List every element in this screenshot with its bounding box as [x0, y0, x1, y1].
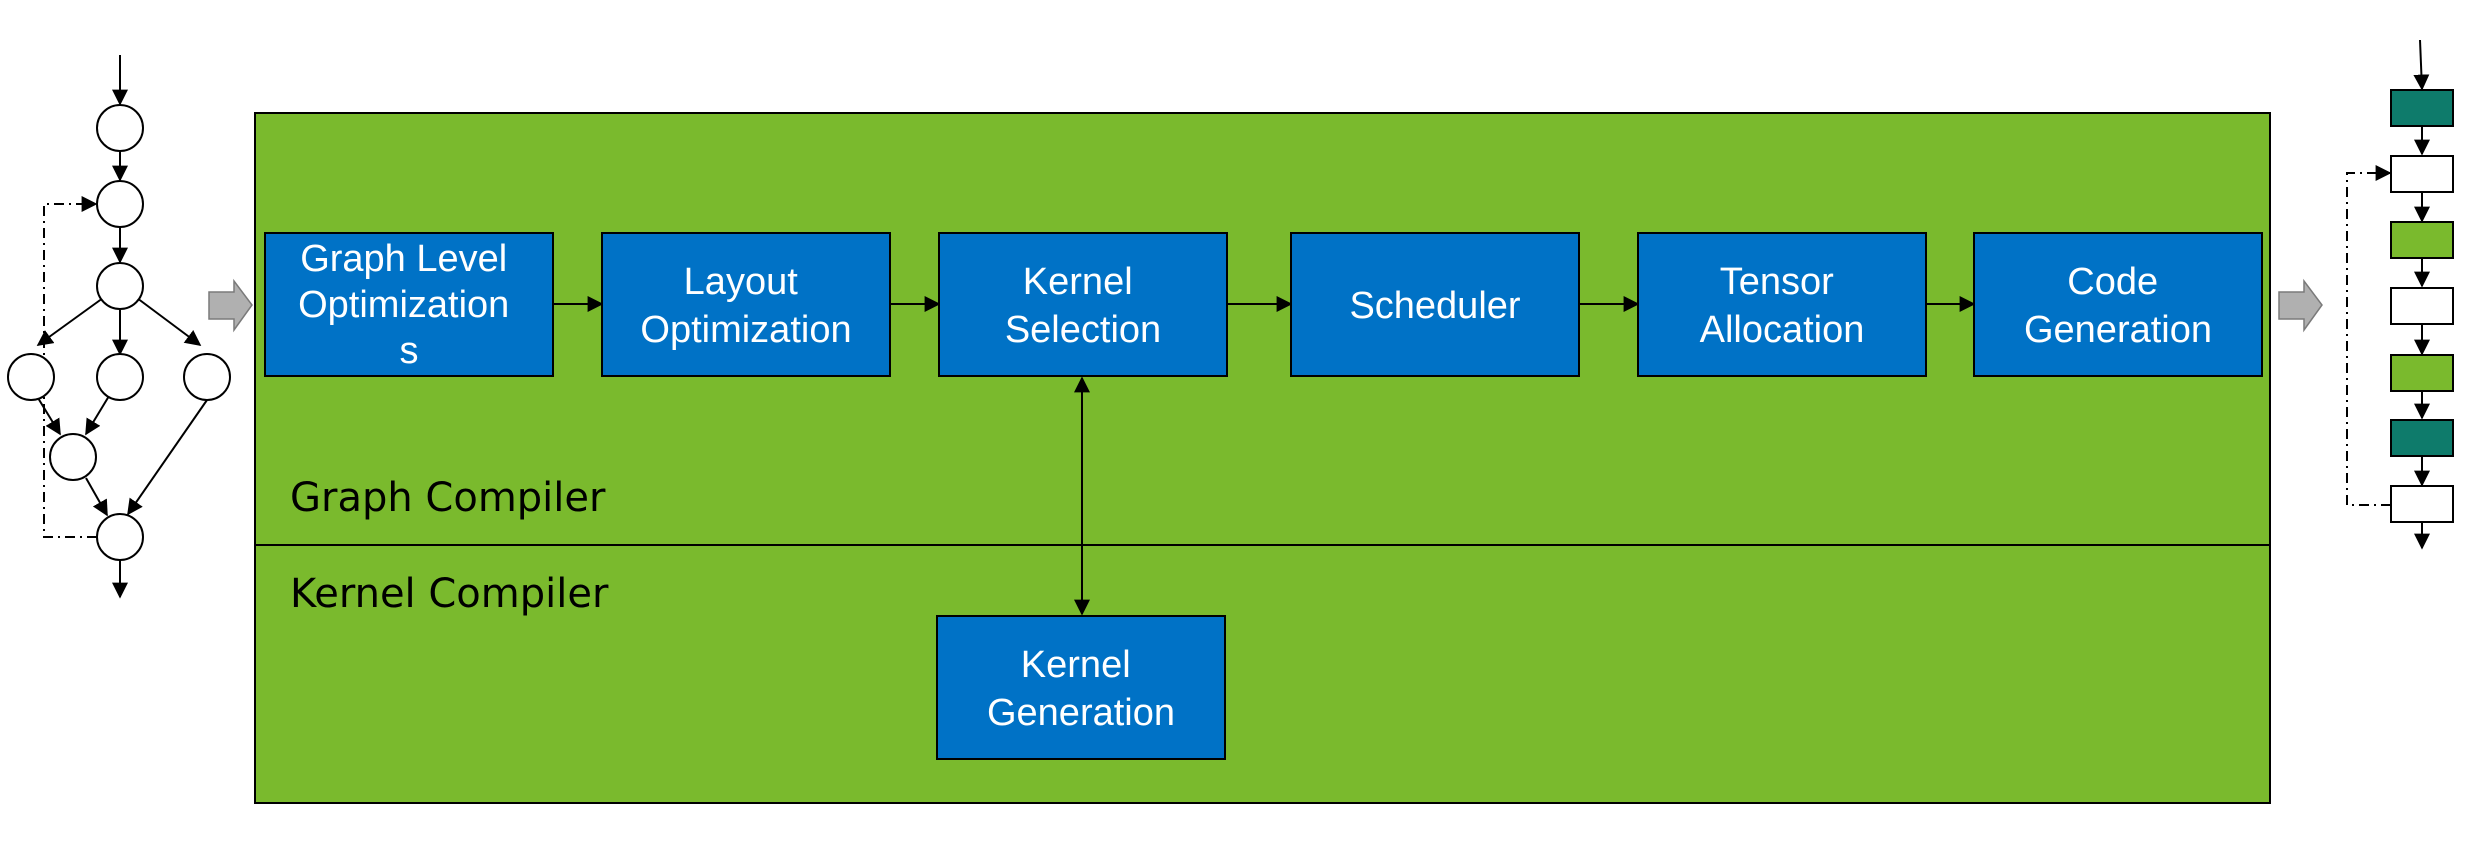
- graph-compiler-label: Graph Compiler: [290, 475, 606, 521]
- graph-node: [96, 513, 144, 561]
- svg-text:Kernel Selection: Kernel Selection: [1005, 261, 1161, 351]
- graph-node: [96, 104, 144, 152]
- stage-tensor-allocation: Tensor Allocation: [1637, 232, 1927, 377]
- graph-node: [96, 262, 144, 310]
- stage-label-line: Optimization: [298, 284, 509, 326]
- stage-layout-optimization: Layout Optimization: [601, 232, 891, 377]
- stage-kernel-selection: Kernel Selection: [938, 232, 1228, 377]
- svg-text:Tensor Allocation: Tensor Allocation: [1700, 261, 1865, 351]
- schedule-block-white: [2390, 485, 2454, 523]
- stage-box: [938, 232, 1228, 377]
- stage-box: [936, 615, 1226, 760]
- stage-label-line: Graph Level: [300, 238, 507, 280]
- graph-compiler-panel: [254, 112, 2271, 546]
- schedule-block-white: [2390, 287, 2454, 325]
- stage-label-line: Selection: [1005, 309, 1161, 351]
- schedule-block-dark: [2390, 419, 2454, 457]
- svg-text:Kernel Generation: Kernel Generation: [987, 644, 1175, 734]
- graph-node: [96, 180, 144, 228]
- graph-node: [49, 433, 97, 481]
- stage-kernel-generation: Kernel Generation: [936, 615, 1226, 760]
- stage-box: [1637, 232, 1927, 377]
- stage-label-line: Allocation: [1700, 309, 1865, 351]
- svg-text:Graph Level Optimizati: Graph Level Optimization s: [298, 238, 520, 372]
- kernel-compiler-panel: [254, 544, 2271, 804]
- stage-label-line: Layout: [684, 261, 799, 303]
- stage-label-line: s: [400, 330, 419, 372]
- stage-label-line: Generation: [987, 692, 1175, 734]
- schedule-block-dark: [2390, 89, 2454, 127]
- svg-text:Layout Optimization: Layout Optimization: [640, 261, 851, 351]
- schedule-block-light: [2390, 354, 2454, 392]
- stage-graph-level-optimization: Graph Level Optimization s: [264, 232, 554, 377]
- svg-text:Code Generation: Code Generation: [2024, 261, 2212, 351]
- stage-label-line: Generation: [2024, 309, 2212, 351]
- output-schedule-edges: [2346, 39, 2430, 550]
- input-graph: [7, 55, 231, 599]
- graph-node: [96, 353, 144, 401]
- stage-label-line: Kernel: [1023, 261, 1133, 303]
- input-graph-edges: [36, 55, 208, 599]
- stage-box: [1290, 232, 1580, 377]
- input-graph-nodes: [7, 104, 231, 561]
- kernel-compiler-label: Kernel Compiler: [290, 571, 609, 617]
- stage-box: [1973, 232, 2263, 377]
- output-schedule: [2346, 39, 2454, 550]
- graph-node: [7, 353, 55, 401]
- output-schedule-blocks: [2390, 89, 2454, 523]
- stage-box: [264, 232, 554, 377]
- stage-code-generation: Code Generation: [1973, 232, 2263, 377]
- stage-label-line: Scheduler: [1349, 285, 1520, 327]
- stage-box: [601, 232, 891, 377]
- pipeline-stages: Graph Level Optimization s Layout Optimi…: [264, 232, 2263, 760]
- stage-label-line: Tensor: [1720, 261, 1834, 303]
- stage-label-line: Optimization: [640, 309, 851, 351]
- svg-text:Scheduler: Scheduler: [1349, 285, 1520, 327]
- schedule-block-white: [2390, 155, 2454, 193]
- graph-node: [183, 353, 231, 401]
- output-flow-arrow: [2278, 278, 2323, 333]
- pipeline-arrows: [553, 296, 1976, 616]
- stage-label-line: Code: [2067, 261, 2158, 303]
- stage-label-line: Kernel: [1021, 644, 1131, 686]
- input-flow-arrow: [208, 278, 253, 333]
- stage-scheduler: Scheduler: [1290, 232, 1580, 377]
- schedule-block-light: [2390, 221, 2454, 259]
